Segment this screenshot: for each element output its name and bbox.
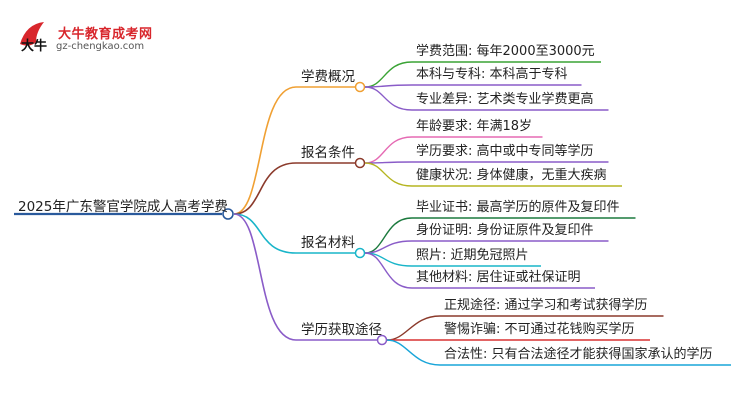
child-label: 照片: 近期免冠照片: [416, 248, 529, 263]
child-connector: [364, 162, 413, 187]
branch-node: [354, 157, 366, 169]
logo-url: gz-chengkao.com: [56, 41, 145, 52]
branch-connector: [233, 213, 297, 254]
root-topic: 2025年广东警官学院成人高考学费: [18, 199, 228, 215]
child-label: 合法性: 只有合法途径才能获得国家承认的学历: [444, 347, 713, 362]
root-node: [222, 208, 234, 220]
branch-label: 学费概况: [301, 69, 355, 85]
branch-node: [354, 81, 366, 93]
branch-connector: [233, 86, 297, 215]
child-label: 年龄要求: 年满18岁: [416, 119, 533, 134]
branch-node: [354, 247, 366, 259]
child-label: 学费范围: 每年2000至3000元: [416, 44, 595, 59]
child-connector: [364, 252, 413, 289]
child-label: 毕业证书: 最高学历的原件及复印件: [416, 200, 620, 215]
child-connector: [386, 315, 441, 341]
child-label: 健康状况: 身体健康，无重大疾病: [416, 168, 607, 183]
child-label: 身份证明: 身份证原件及复印件: [416, 223, 594, 238]
child-label: 本科与专科: 本科高于专科: [416, 67, 568, 82]
child-label: 正规途径: 通过学习和考试获得学历: [444, 298, 648, 313]
child-connector: [364, 86, 413, 111]
branch-connector: [233, 213, 297, 341]
child-label: 警惕诈骗: 不可通过花钱购买学历: [444, 322, 635, 337]
child-label: 其他材料: 居住证或社保证明: [416, 270, 581, 285]
child-connector: [364, 136, 413, 164]
child-connector: [386, 339, 441, 366]
logo-mark-icon: 大牛: [20, 22, 47, 54]
branch-label: 报名条件: [301, 145, 355, 161]
branch-node: [376, 334, 388, 346]
branch-label: 报名材料: [301, 235, 355, 251]
logo-title: 大牛教育成考网: [58, 27, 153, 42]
branch-label: 学历获取途径: [301, 322, 382, 338]
logo-mark-text: 大牛: [21, 38, 47, 54]
branch-connector: [233, 162, 297, 215]
child-connector: [364, 61, 413, 88]
child-label: 学历要求: 高中或中专同等学历: [416, 144, 594, 159]
child-connector: [364, 217, 413, 254]
child-label: 专业差异: 艺术类专业学费更高: [416, 92, 594, 107]
site-logo[interactable]: 大牛 大牛教育成考网 gz-chengkao.com: [12, 18, 162, 58]
